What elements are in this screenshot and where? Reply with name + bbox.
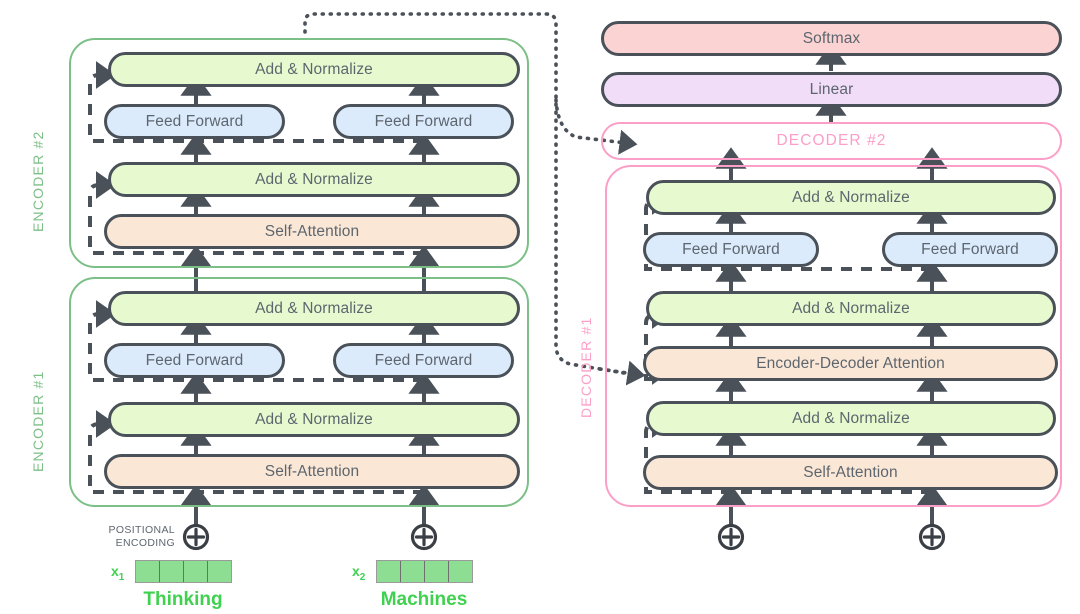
embedding-cell <box>183 561 208 582</box>
token-2-word: Machines <box>380 589 468 610</box>
linear-block: Linear <box>601 72 1062 107</box>
embedding-cell <box>207 561 231 582</box>
encoder-1-feed-forward-right: Feed Forward <box>333 343 514 378</box>
encoder-2-feed-forward-left: Feed Forward <box>104 104 285 139</box>
embedding-cell <box>400 561 425 582</box>
embedding-cell <box>136 561 160 582</box>
embedding-cell <box>424 561 449 582</box>
encoder-1-self-attention: Self-Attention <box>104 454 520 489</box>
embedding-cell <box>159 561 184 582</box>
embedding-cell <box>377 561 401 582</box>
token-1-vector-index: 1 <box>118 571 125 583</box>
encoder-1-frame <box>69 277 529 507</box>
encoder-2-feed-forward-right: Feed Forward <box>333 104 514 139</box>
token-2-vector-symbol: x <box>352 563 360 579</box>
encoder-1-add-norm-bottom: Add & Normalize <box>108 402 520 437</box>
token-1-vector-symbol: x <box>111 563 119 579</box>
circled-plus-icons <box>182 523 946 551</box>
token-1-word: Thinking <box>143 589 223 610</box>
encoder-1-label: ENCODER #1 <box>30 370 46 472</box>
encoder-1-add-norm-top: Add & Normalize <box>108 291 520 326</box>
decoder-1-self-attention: Self-Attention <box>643 455 1058 490</box>
encoder-2-frame <box>69 38 529 268</box>
token-1-vector-label: x1 <box>111 563 124 583</box>
decoder-1-add-norm-bottom: Add & Normalize <box>646 401 1056 436</box>
decoder-1-add-norm-top: Add & Normalize <box>646 180 1056 215</box>
encoder-1-feed-forward-left: Feed Forward <box>104 343 285 378</box>
encoder-2-label: ENCODER #2 <box>30 130 46 232</box>
token-2-embedding <box>376 560 473 583</box>
token-2-vector-index: 2 <box>359 571 366 583</box>
encoder-2-add-norm-top: Add & Normalize <box>108 52 520 87</box>
decoder-2-frame <box>601 122 1062 160</box>
decoder-1-feed-forward-right: Feed Forward <box>882 232 1058 267</box>
decoder-2-label: DECODER #2 <box>776 132 887 149</box>
encoder-2-add-norm-bottom: Add & Normalize <box>108 162 520 197</box>
decoder-1-frame <box>605 165 1062 507</box>
decoder-1-encoder-decoder-attention: Encoder-Decoder Attention <box>643 346 1058 381</box>
encoder-2-self-attention: Self-Attention <box>104 214 520 249</box>
positional-encoding-label: POSITIONAL ENCODING <box>105 524 175 549</box>
embedding-cell <box>448 561 472 582</box>
softmax-block: Softmax <box>601 21 1062 56</box>
decoder-1-label: DECODER #1 <box>578 316 594 418</box>
token-1-embedding <box>135 560 232 583</box>
decoder-1-add-norm-middle: Add & Normalize <box>646 291 1056 326</box>
token-2-vector-label: x2 <box>352 563 365 583</box>
positional-encoding-line-2: ENCODING <box>115 536 175 549</box>
positional-encoding-line-1: POSITIONAL <box>108 524 175 536</box>
decoder-1-feed-forward-left: Feed Forward <box>643 232 819 267</box>
